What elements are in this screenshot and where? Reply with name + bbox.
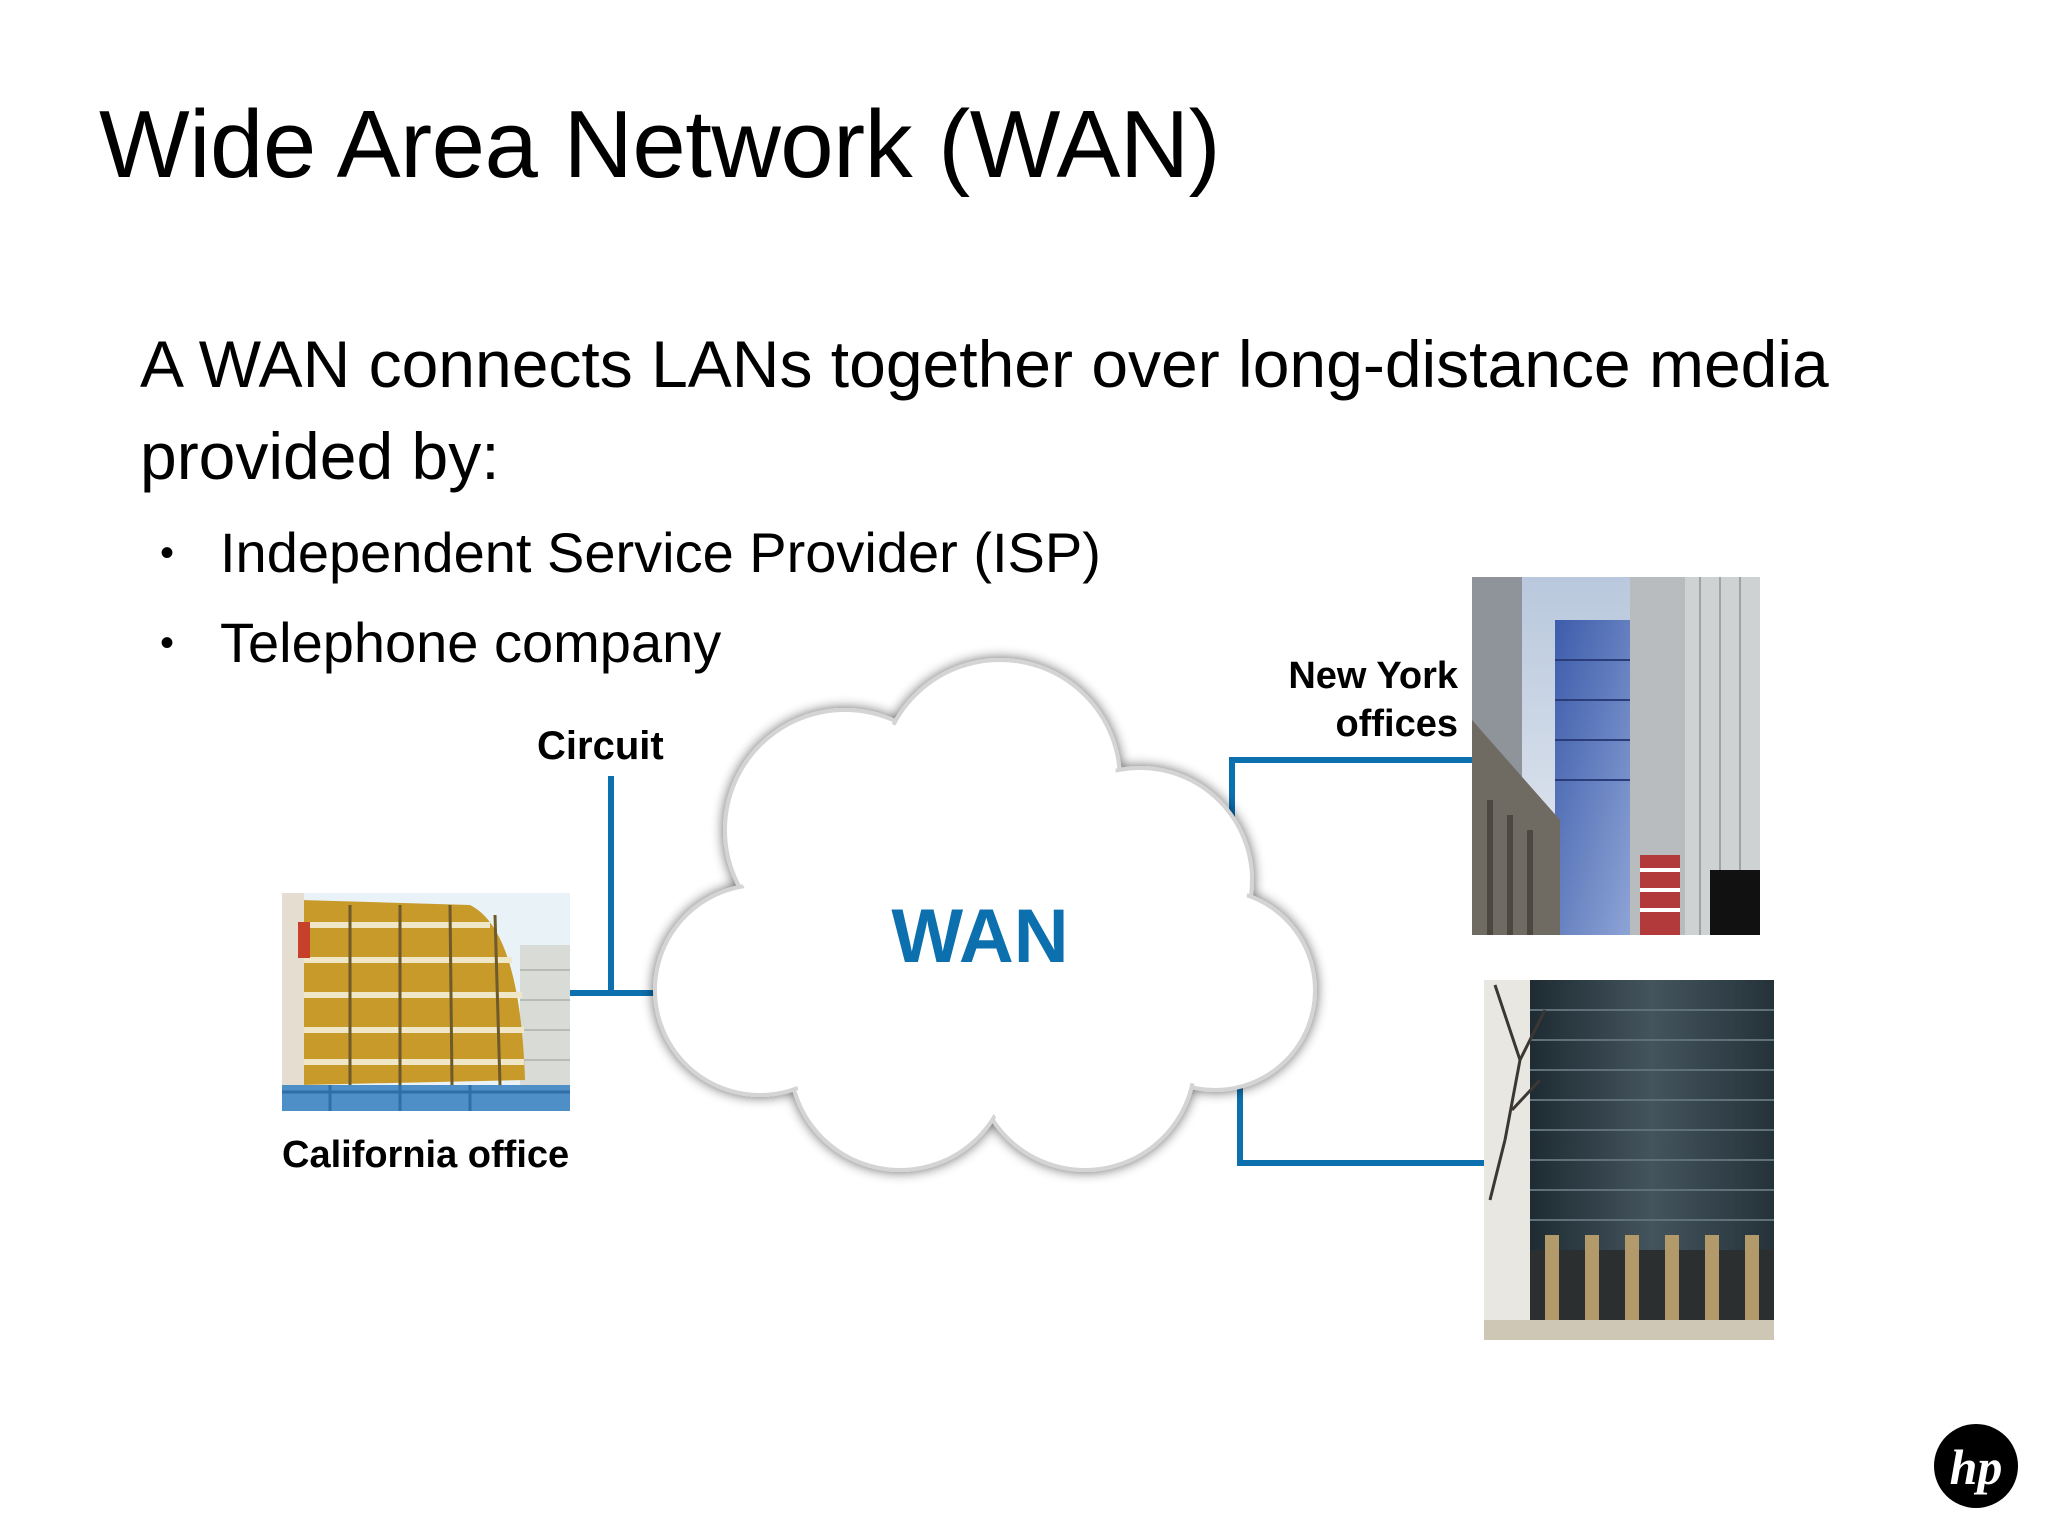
bullet-list: Independent Service Provider (ISP) Telep… <box>160 508 1101 688</box>
new-york-office-photo-1 <box>1472 577 1760 935</box>
ny-link-top <box>1229 757 1472 830</box>
new-york-label-line1: New York <box>1288 655 1459 697</box>
circuit-line <box>570 776 660 996</box>
new-york-label-line2: offices <box>1336 703 1458 745</box>
slide-title: Wide Area Network (WAN) <box>99 91 1221 198</box>
bullet-item: Telephone company <box>160 598 1101 688</box>
new-york-office-photo-2 <box>1484 980 1774 1340</box>
svg-text:hp: hp <box>1950 1439 2003 1495</box>
bullet-item: Independent Service Provider (ISP) <box>160 508 1101 598</box>
hp-logo-icon: hp <box>1934 1424 2018 1508</box>
california-office-photo <box>282 893 570 1111</box>
wan-cloud-label: WAN <box>891 894 1068 979</box>
wan-cloud <box>653 658 1317 1172</box>
ny-link-bottom <box>1237 1085 1484 1166</box>
circuit-label: Circuit <box>537 724 664 768</box>
california-office-label: California office <box>282 1134 569 1176</box>
intro-text: A WAN connects LANs together over long-d… <box>140 327 1829 493</box>
